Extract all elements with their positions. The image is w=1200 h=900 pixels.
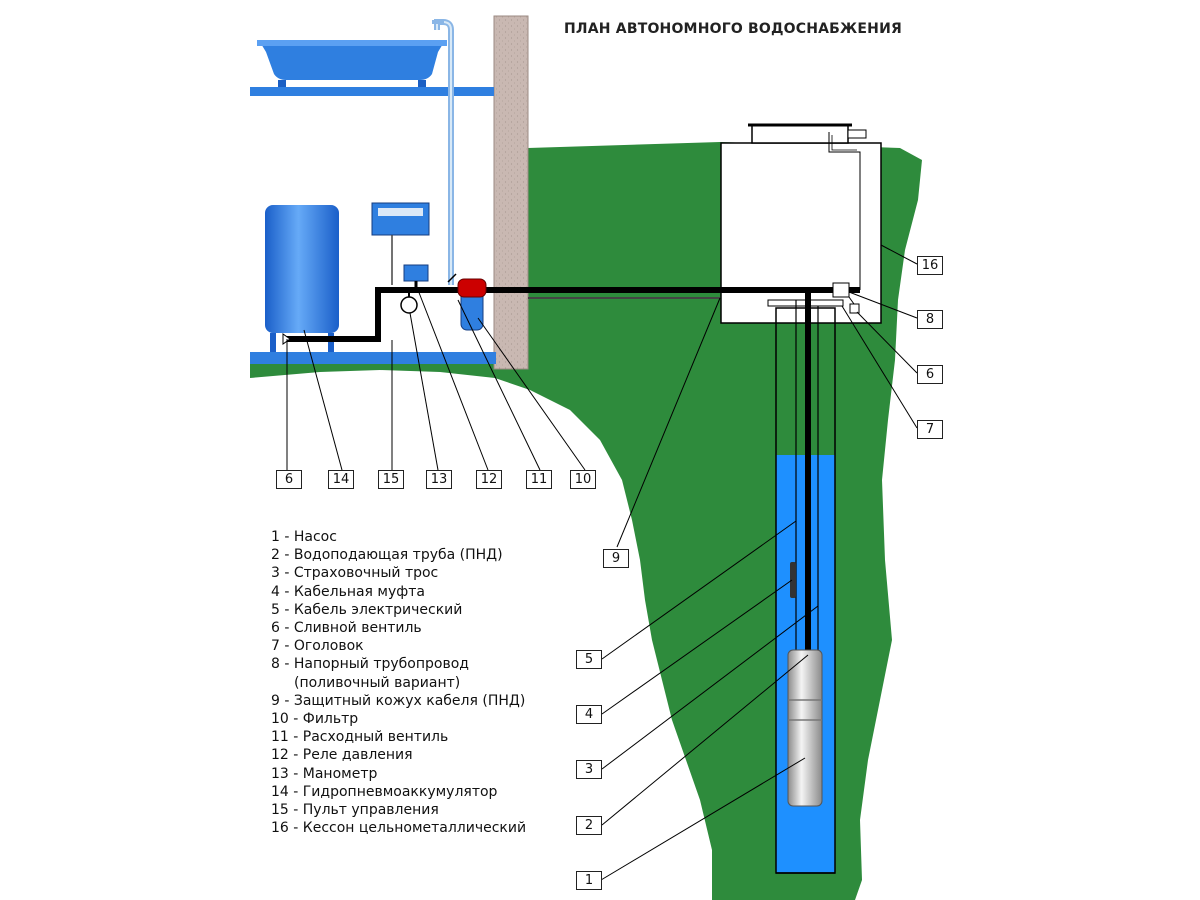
legend-item: 12 - Реле давления <box>271 747 413 764</box>
legend-item: 13 - Манометр <box>271 765 378 782</box>
pressure-outlet <box>832 282 850 298</box>
legend-item: 14 - Гидропневмоаккумулятор <box>271 783 498 800</box>
callout-drain-valve: 6 <box>276 470 302 489</box>
legend-item: 7 - Оголовок <box>271 638 364 655</box>
ground <box>250 142 922 900</box>
callout-safety-cable: 3 <box>576 760 602 779</box>
legend-item: 15 - Пульт управления <box>271 802 439 819</box>
diagram-title: ПЛАН АВТОНОМНОГО ВОДОСНАБЖЕНИЯ <box>564 21 902 37</box>
vent-pipe <box>828 132 861 290</box>
accumulator-foot-right <box>328 333 334 352</box>
control-panel <box>371 202 430 236</box>
legend-item: 10 - Фильтр <box>271 711 359 728</box>
callout-cable-coupling: 4 <box>576 705 602 724</box>
legend-item: 9 - Защитный кожух кабеля (ПНД) <box>271 692 526 709</box>
legend-item: 3 - Страховочный трос <box>271 565 439 582</box>
callout-pressure-relay: 12 <box>476 470 502 489</box>
bathtub-foot-left <box>278 80 286 87</box>
lower-floor <box>250 352 496 364</box>
legend-item: 16 - Кессон цельнометаллический <box>271 820 527 837</box>
caisson-hatch <box>751 124 849 144</box>
house-wall <box>493 15 529 370</box>
legend-item: 6 - Сливной вентиль <box>271 620 422 637</box>
drain-valve-caisson <box>849 303 860 314</box>
control-panel-display <box>378 208 423 216</box>
caisson <box>720 142 882 324</box>
legend-item: 4 - Кабельная муфта <box>271 583 425 600</box>
pressure-relay <box>403 264 429 282</box>
callout-pump: 1 <box>576 871 602 890</box>
callout-manometer: 13 <box>426 470 452 489</box>
legend-item: 5 - Кабель электрический <box>271 601 463 618</box>
consumption-valve <box>447 273 457 283</box>
callout-pressure-pipe: 8 <box>917 310 943 329</box>
vent-cap <box>847 129 867 139</box>
cable-coupling <box>790 562 796 598</box>
callout-control-panel: 15 <box>378 470 404 489</box>
callout-cable-sheath: 9 <box>603 549 629 568</box>
legend-item: 2 - Водоподающая труба (ПНД) <box>271 547 503 564</box>
callout-electric-cable: 5 <box>576 650 602 669</box>
bathtub-foot-right <box>418 80 426 87</box>
bathtub-rim <box>257 40 447 46</box>
legend-item: (поливочный вариант) <box>294 674 461 691</box>
legend-item: 1 - Насос <box>271 529 337 545</box>
upper-floor <box>250 87 494 96</box>
filter-head <box>457 278 487 298</box>
bathtub <box>260 42 444 80</box>
pressure-gauge <box>400 296 418 314</box>
faucet-handle <box>432 20 444 24</box>
callout-accumulator: 14 <box>328 470 354 489</box>
callout-filter: 10 <box>570 470 596 489</box>
callout-consumption-valve: 11 <box>526 470 552 489</box>
callout-caisson: 16 <box>917 256 943 275</box>
legend-item: 11 - Расходный вентиль <box>271 729 449 746</box>
riser-pipe <box>434 19 454 285</box>
leader-lines <box>286 244 918 881</box>
legend-item: 8 - Напорный трубопровод <box>271 656 469 673</box>
callout-drain-valve-caisson: 6 <box>917 365 943 384</box>
hydro-accumulator <box>265 205 339 333</box>
accumulator-foot-left <box>270 333 276 352</box>
callout-supply-pipe: 2 <box>576 816 602 835</box>
callout-wellhead: 7 <box>917 420 943 439</box>
pump <box>787 649 823 807</box>
legend: 1 - Насос 2 - Водоподающая труба (ПНД) 3… <box>271 528 526 837</box>
